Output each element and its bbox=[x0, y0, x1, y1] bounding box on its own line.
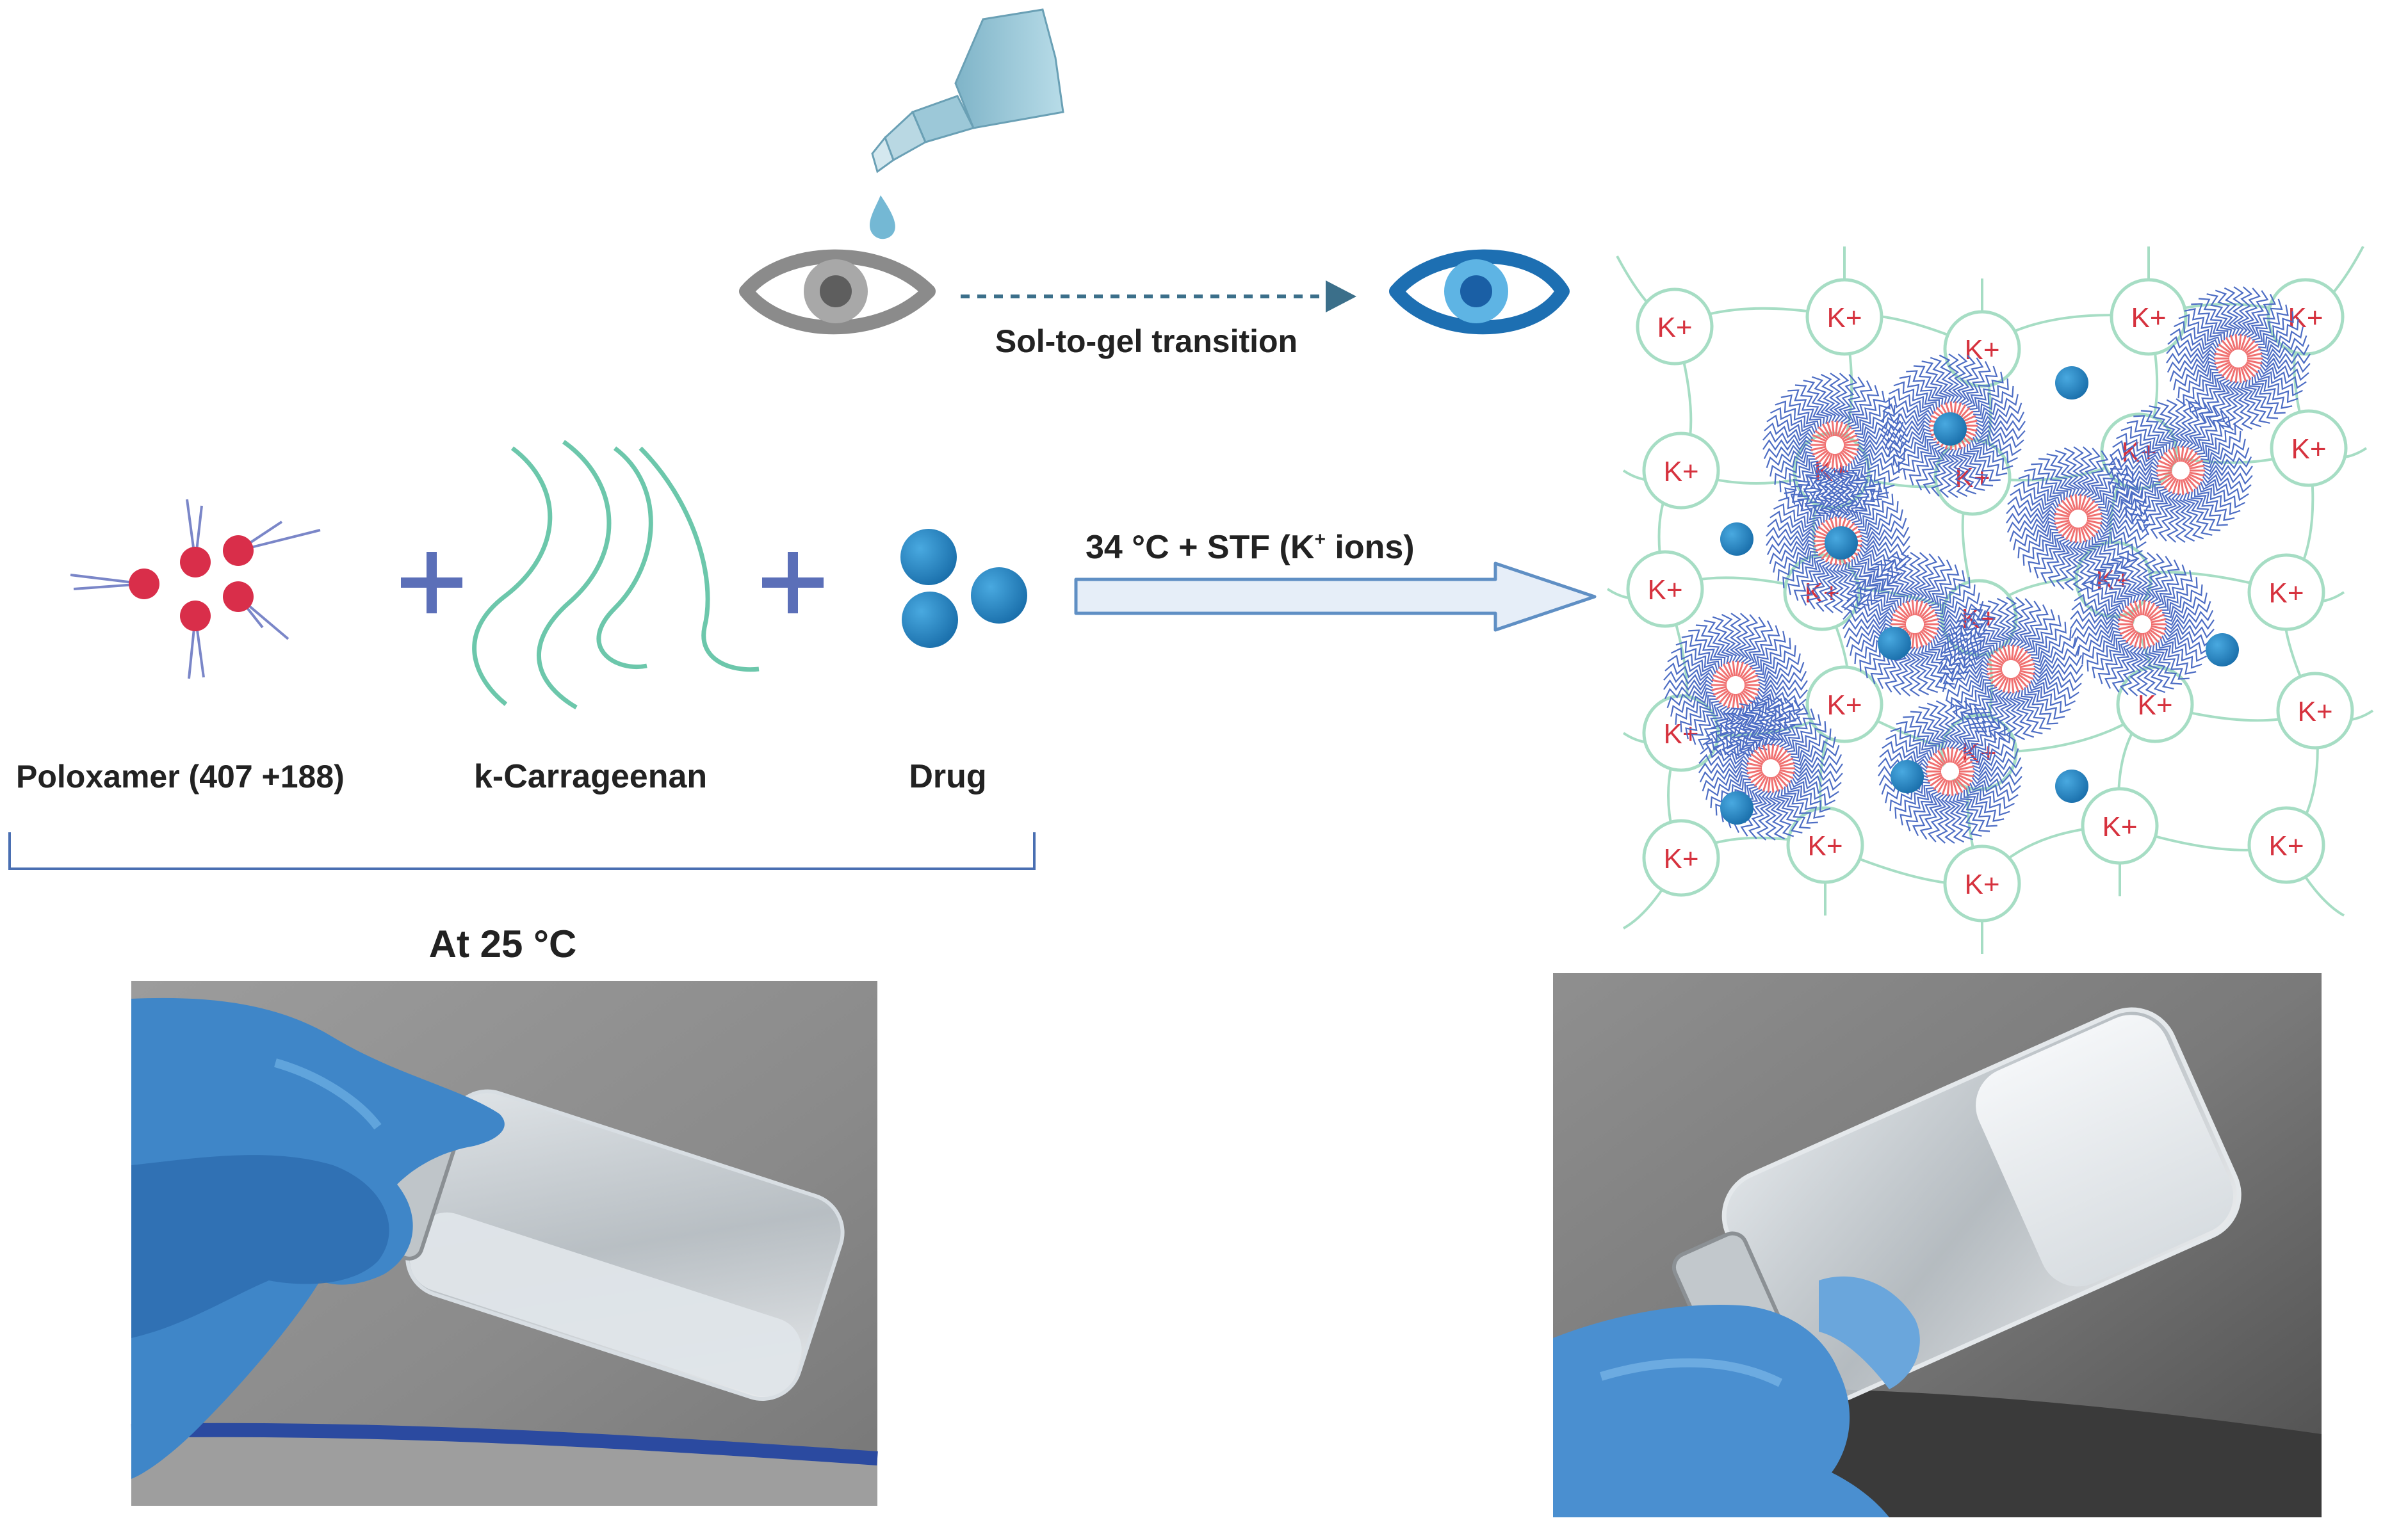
plus-sign-2 bbox=[762, 552, 824, 613]
micelle bbox=[1878, 699, 2022, 844]
ion-node bbox=[1642, 819, 1720, 897]
micelle bbox=[1939, 597, 2083, 741]
carrageenan-label: k-Carrageenan bbox=[474, 758, 707, 795]
ion-label: K+ bbox=[2297, 696, 2332, 727]
ion-label: K+ bbox=[1807, 830, 1843, 862]
gel-drug-sphere bbox=[2206, 633, 2239, 666]
poloxamer-head bbox=[180, 601, 211, 631]
dropper-icon bbox=[870, 8, 1064, 239]
carrageenan-icon bbox=[472, 440, 760, 710]
photo-sol-vial bbox=[131, 981, 878, 1506]
poloxamer-head bbox=[223, 581, 254, 612]
temperature-label: At 25 °C bbox=[429, 923, 577, 965]
gel-drug-sphere bbox=[1825, 526, 1858, 560]
gel-drug-sphere bbox=[2055, 366, 2088, 399]
drug-icon bbox=[900, 529, 1027, 648]
dotted-transition-arrow bbox=[961, 280, 1356, 312]
heating-arrow bbox=[1074, 561, 1597, 632]
ion-label: K+ bbox=[1663, 843, 1698, 875]
grouping-bracket bbox=[8, 832, 1036, 870]
ion-label: K+ bbox=[2268, 577, 2304, 609]
gel-network: K+K+K+K+K+K+K+K+K+K+K+K+K+K+K+K+K+K+K+K+… bbox=[1606, 246, 2374, 955]
ion-node bbox=[2247, 806, 2325, 884]
ion-node bbox=[1786, 806, 1864, 884]
ion-node bbox=[1943, 844, 2021, 923]
eye-grey-icon bbox=[739, 249, 936, 335]
ion-node bbox=[2247, 553, 2325, 631]
poloxamer-icon bbox=[70, 499, 321, 679]
gel-drug-sphere bbox=[1720, 522, 1753, 556]
ion-node bbox=[1642, 432, 1720, 510]
micelle bbox=[1843, 552, 1987, 697]
ion-label: K+ bbox=[1647, 574, 1682, 606]
ion-label: K+ bbox=[1826, 302, 1862, 334]
ion-node bbox=[1805, 278, 1883, 356]
ion-node bbox=[2081, 787, 2159, 865]
ion-node bbox=[1805, 665, 1883, 743]
ion-node bbox=[2110, 278, 2188, 356]
gel-drug-sphere bbox=[1878, 627, 1911, 660]
micelle bbox=[1698, 696, 1843, 841]
ion-label: K+ bbox=[2131, 302, 2166, 334]
ion-node bbox=[2270, 409, 2348, 487]
condition-label: 34 °C + STF (K+ ions) bbox=[1086, 529, 1415, 566]
ion-node bbox=[1636, 287, 1714, 366]
gel-drug-sphere bbox=[1933, 412, 1967, 446]
ion-label: K+ bbox=[1657, 312, 1692, 343]
micelle bbox=[2006, 446, 2151, 591]
ion-label: K+ bbox=[1964, 334, 1999, 366]
gel-drug-sphere bbox=[1891, 760, 1924, 793]
poloxamer-label: Poloxamer (407 +188) bbox=[16, 759, 345, 795]
gel-drug-sphere bbox=[2055, 770, 2088, 803]
micelle bbox=[2070, 552, 2215, 697]
poloxamer-head bbox=[129, 569, 159, 599]
ion-label: K+ bbox=[1826, 690, 1862, 721]
ion-node bbox=[2276, 672, 2354, 750]
ion-label: K+ bbox=[2102, 811, 2137, 843]
ion-label: K+ bbox=[1663, 456, 1698, 487]
eye-blue-icon bbox=[1389, 249, 1570, 335]
gel-drug-sphere bbox=[1720, 791, 1753, 825]
poloxamer-head bbox=[180, 547, 211, 577]
ion-node bbox=[1626, 550, 1704, 628]
drug-label: Drug bbox=[909, 758, 986, 795]
poloxamer-head bbox=[223, 535, 254, 566]
ion-label: K+ bbox=[2268, 830, 2304, 862]
ion-label: K+ bbox=[2291, 433, 2326, 465]
plus-sign-1 bbox=[401, 552, 462, 613]
ion-label: K+ bbox=[1964, 869, 1999, 900]
photo-gel-vial bbox=[1553, 973, 2322, 1517]
transition-label: Sol-to-gel transition bbox=[995, 323, 1298, 359]
ion-node bbox=[1642, 694, 1720, 772]
micelle bbox=[2166, 286, 2311, 431]
